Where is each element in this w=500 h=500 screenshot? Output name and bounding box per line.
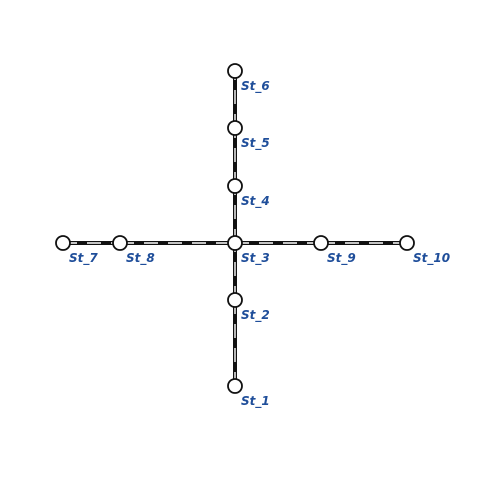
station-node-st6 <box>227 63 243 79</box>
station-node-st8 <box>112 235 128 251</box>
station-node-st4 <box>227 178 243 194</box>
station-node-st5 <box>227 120 243 136</box>
station-node-st9 <box>313 235 329 251</box>
station-label-st1: St_1 <box>241 394 270 409</box>
station-label-st2: St_2 <box>241 308 270 323</box>
label-layer: St_1 St_2 St_3 St_4 St_5 St_6St_7 St_8 St_9 St_1… <box>69 79 450 409</box>
station-label-st9: St_9 <box>327 251 356 266</box>
station-layer <box>55 63 415 394</box>
station-node-st10 <box>399 235 415 251</box>
station-label-st4: St_4 <box>241 194 270 209</box>
station-node-st3 <box>227 235 243 251</box>
station-label-st8: St_8 <box>126 251 155 266</box>
track-layer <box>63 71 407 386</box>
station-node-st2 <box>227 292 243 308</box>
station-label-st10: St_10 <box>413 251 450 266</box>
station-label-st3: St_3 <box>241 251 270 266</box>
station-node-st7 <box>55 235 71 251</box>
station-label-st5: St_5 <box>241 136 270 151</box>
station-label-st7: St_7 <box>69 251 98 266</box>
station-label-st6: St_6 <box>241 79 270 94</box>
station-node-st1 <box>227 378 243 394</box>
